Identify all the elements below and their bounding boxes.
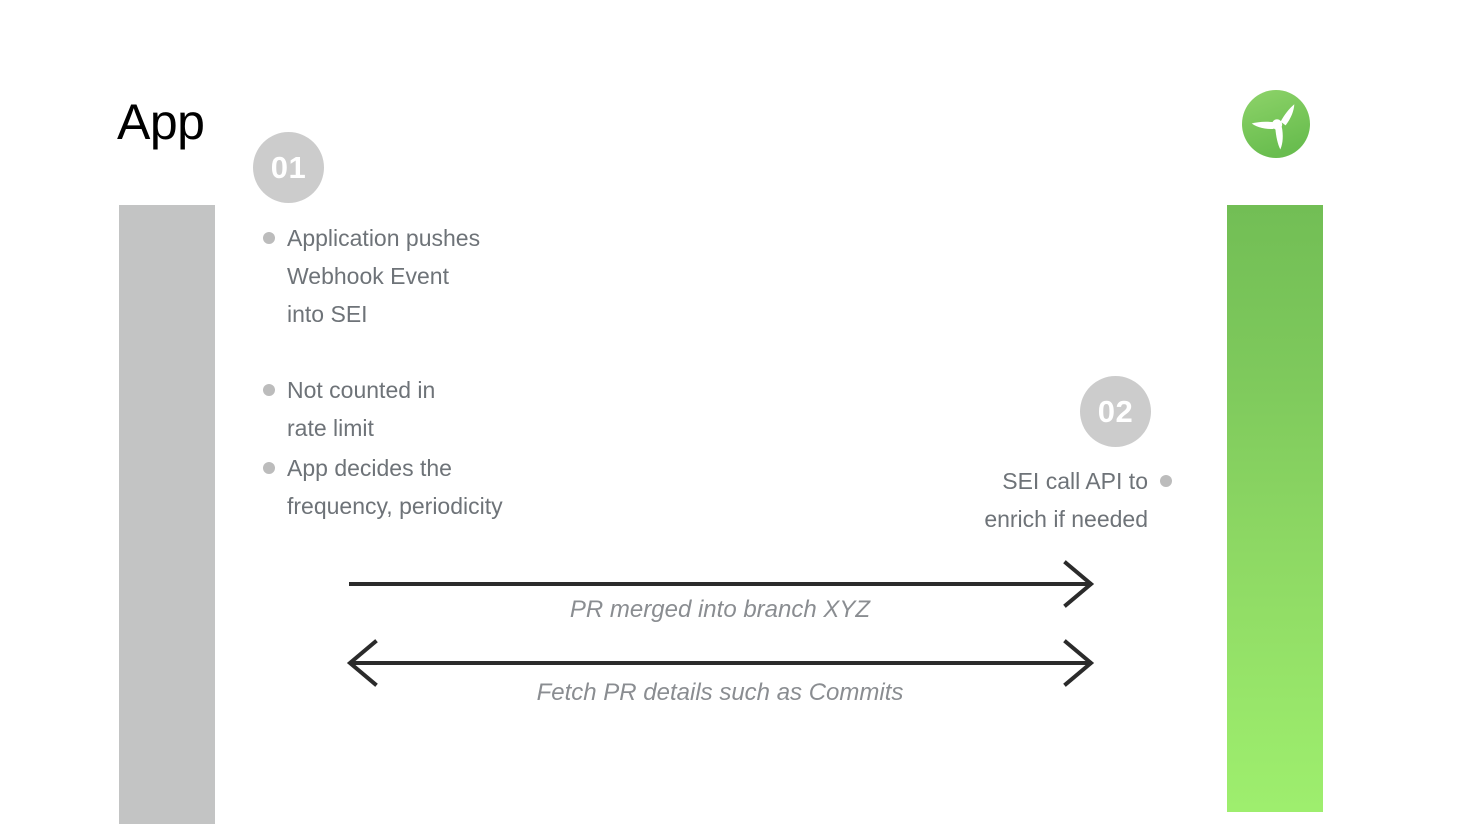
list-item: App decides the frequency, periodicity [255,449,715,525]
message-arrow-right [340,560,1120,613]
bullet-list-sei: SEI call API to enrich if needed [820,462,1180,538]
message-label-1: PR merged into branch XYZ [569,596,871,623]
step-badge-01: 01 [253,132,324,203]
bullet-list-app: Application pushes Webhook Event into SE… [255,219,715,525]
bullet-dot-icon [1160,475,1172,487]
lifeline-bar-sei [1227,205,1323,812]
bullet-dot-icon [263,384,275,396]
step-badge-02: 02 [1080,376,1151,447]
page-title: App [117,94,205,150]
list-item-label: Not counted in rate limit [287,377,436,441]
list-item-label: SEI call API to enrich if needed [984,468,1148,532]
list-item-label: Application pushes Webhook Event into SE… [287,225,481,327]
list-item: Application pushes Webhook Event into SE… [255,219,715,333]
spacer [255,333,715,371]
list-item: Not counted in rate limit [255,371,715,447]
message-label-2: Fetch PR details such as Commits [536,679,904,706]
bullet-dot-icon [263,232,275,244]
message-arrow-bidirectional [340,639,1120,692]
list-item: SEI call API to enrich if needed [820,462,1180,538]
bullet-dot-icon [263,462,275,474]
lifeline-bar-app [119,205,215,824]
propeller-icon [1240,88,1312,160]
list-item-label: App decides the frequency, periodicity [287,455,503,519]
